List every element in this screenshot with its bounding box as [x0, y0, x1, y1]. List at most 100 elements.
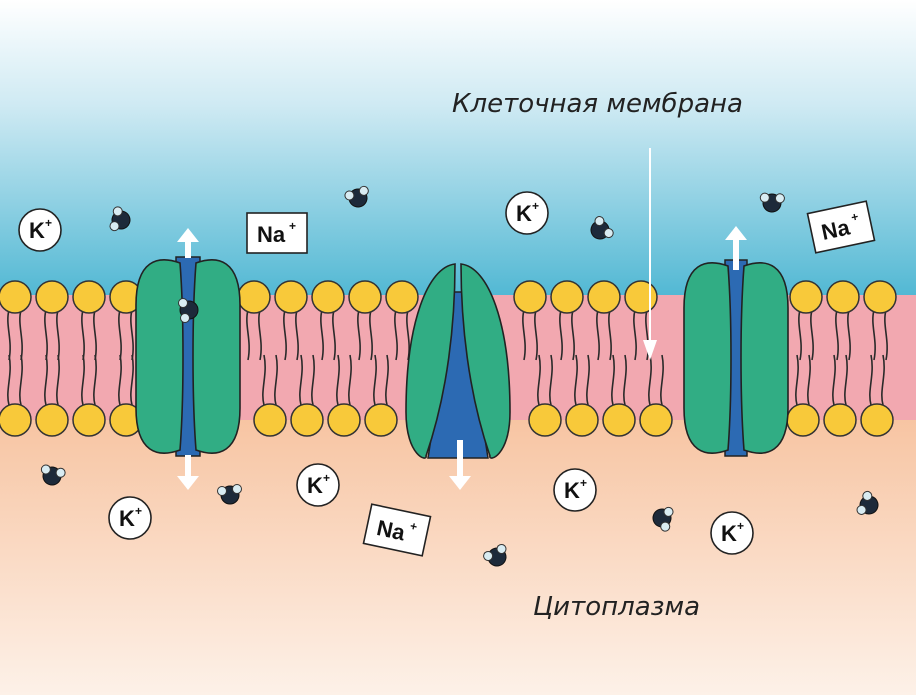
potassium-ion: K+ — [710, 511, 754, 555]
lipid-head — [253, 403, 287, 437]
sodium-symbol: Na — [375, 515, 408, 545]
lipid-tails — [633, 309, 649, 361]
charge-sign: + — [289, 219, 296, 233]
lipid-tails — [559, 309, 575, 361]
water-molecule — [759, 192, 785, 213]
lipid-head — [528, 403, 562, 437]
lipid-tails — [832, 354, 848, 406]
sodium-symbol: Na — [819, 214, 852, 244]
lipid-tails — [7, 354, 23, 406]
lipid-tails — [246, 309, 262, 361]
lipid-tails — [320, 309, 336, 361]
lipid-tails — [835, 309, 851, 361]
lipid-tails — [283, 309, 299, 361]
potassium-symbol: K — [516, 201, 532, 226]
charge-sign: + — [135, 504, 142, 518]
lipid-tails — [118, 354, 134, 406]
potassium-ion: K+ — [18, 208, 62, 252]
lipid-tails — [522, 309, 538, 361]
charge-sign: + — [580, 476, 587, 490]
channel-subunit-left — [405, 263, 456, 459]
lipid-head — [364, 403, 398, 437]
water-molecule — [109, 206, 131, 232]
lipid-tails — [872, 309, 888, 361]
lipid-tails — [574, 354, 590, 406]
charge-sign: + — [737, 519, 744, 533]
potassium-symbol: K — [307, 473, 323, 498]
channel-subunit-right — [192, 259, 241, 454]
lipid-head — [513, 280, 547, 314]
channel-subunit-right — [460, 263, 511, 459]
lipid-head — [274, 280, 308, 314]
charge-sign: + — [850, 209, 860, 224]
lipid-head — [565, 403, 599, 437]
lipid-head — [823, 403, 857, 437]
lipid-head — [587, 280, 621, 314]
membrane-pointer — [643, 148, 657, 360]
water-molecule — [217, 484, 242, 505]
lipid-head — [624, 280, 658, 314]
lipid-tails — [537, 354, 553, 406]
ion-channel-middle — [405, 263, 511, 490]
lipid-tails — [798, 309, 814, 361]
water-molecule — [652, 506, 674, 532]
sodium-symbol: Na — [257, 222, 286, 247]
cytoplasm-label: Цитоплазма — [533, 592, 700, 622]
lipid-tails — [357, 309, 373, 361]
potassium-ion: K+ — [296, 463, 340, 507]
potassium-symbol: K — [564, 478, 580, 503]
lipid-head — [72, 280, 106, 314]
lipid-head — [786, 403, 820, 437]
lipid-tails — [262, 354, 278, 406]
potassium-ion: K+ — [505, 191, 549, 235]
water-molecule-in-channel — [178, 298, 199, 323]
charge-sign: + — [45, 216, 52, 230]
lipid-tails — [373, 354, 389, 406]
lipid-bilayer — [0, 280, 897, 437]
sodium-ion: Na+ — [362, 503, 432, 557]
charge-sign: + — [532, 199, 539, 213]
lipid-head — [290, 403, 324, 437]
lipid-head — [602, 403, 636, 437]
lipid-head — [237, 280, 271, 314]
potassium-symbol: K — [119, 506, 135, 531]
ion-channel-left — [135, 228, 241, 490]
membrane-label: Клеточная мембрана — [452, 89, 743, 119]
extracellular-region — [0, 0, 916, 300]
charge-sign: + — [409, 519, 419, 534]
channel-subunit-left — [683, 262, 732, 454]
water-molecule — [344, 185, 369, 208]
lipid-head — [35, 403, 69, 437]
channel-subunit-left — [135, 259, 184, 454]
lipid-head — [789, 280, 823, 314]
lipid-head — [72, 403, 106, 437]
lipid-tails — [648, 354, 664, 406]
lipid-head — [826, 280, 860, 314]
water-molecule — [40, 464, 66, 486]
lipid-head — [863, 280, 897, 314]
lipid-tails — [869, 354, 885, 406]
lipid-tails — [336, 354, 352, 406]
ion-channel-right — [683, 226, 789, 457]
lipid-head — [550, 280, 584, 314]
potassium-ion: K+ — [553, 468, 597, 512]
potassium-symbol: K — [721, 521, 737, 546]
charge-sign: + — [323, 471, 330, 485]
particles: K+K+K+K+K+K+Na+Na+Na+ — [18, 185, 879, 567]
water-molecule — [856, 490, 879, 515]
lipid-tails — [299, 354, 315, 406]
lipid-tails — [81, 354, 97, 406]
lipid-tails — [596, 309, 612, 361]
lipid-head — [639, 403, 673, 437]
potassium-symbol: K — [29, 218, 45, 243]
lipid-head — [327, 403, 361, 437]
lipid-head — [385, 280, 419, 314]
lipid-head — [0, 280, 32, 314]
channel-subunit-right — [740, 262, 789, 454]
water-molecule — [483, 543, 507, 567]
lipid-head — [311, 280, 345, 314]
potassium-ion: K+ — [108, 496, 152, 540]
lipid-head — [0, 403, 32, 437]
lipid-head — [35, 280, 69, 314]
